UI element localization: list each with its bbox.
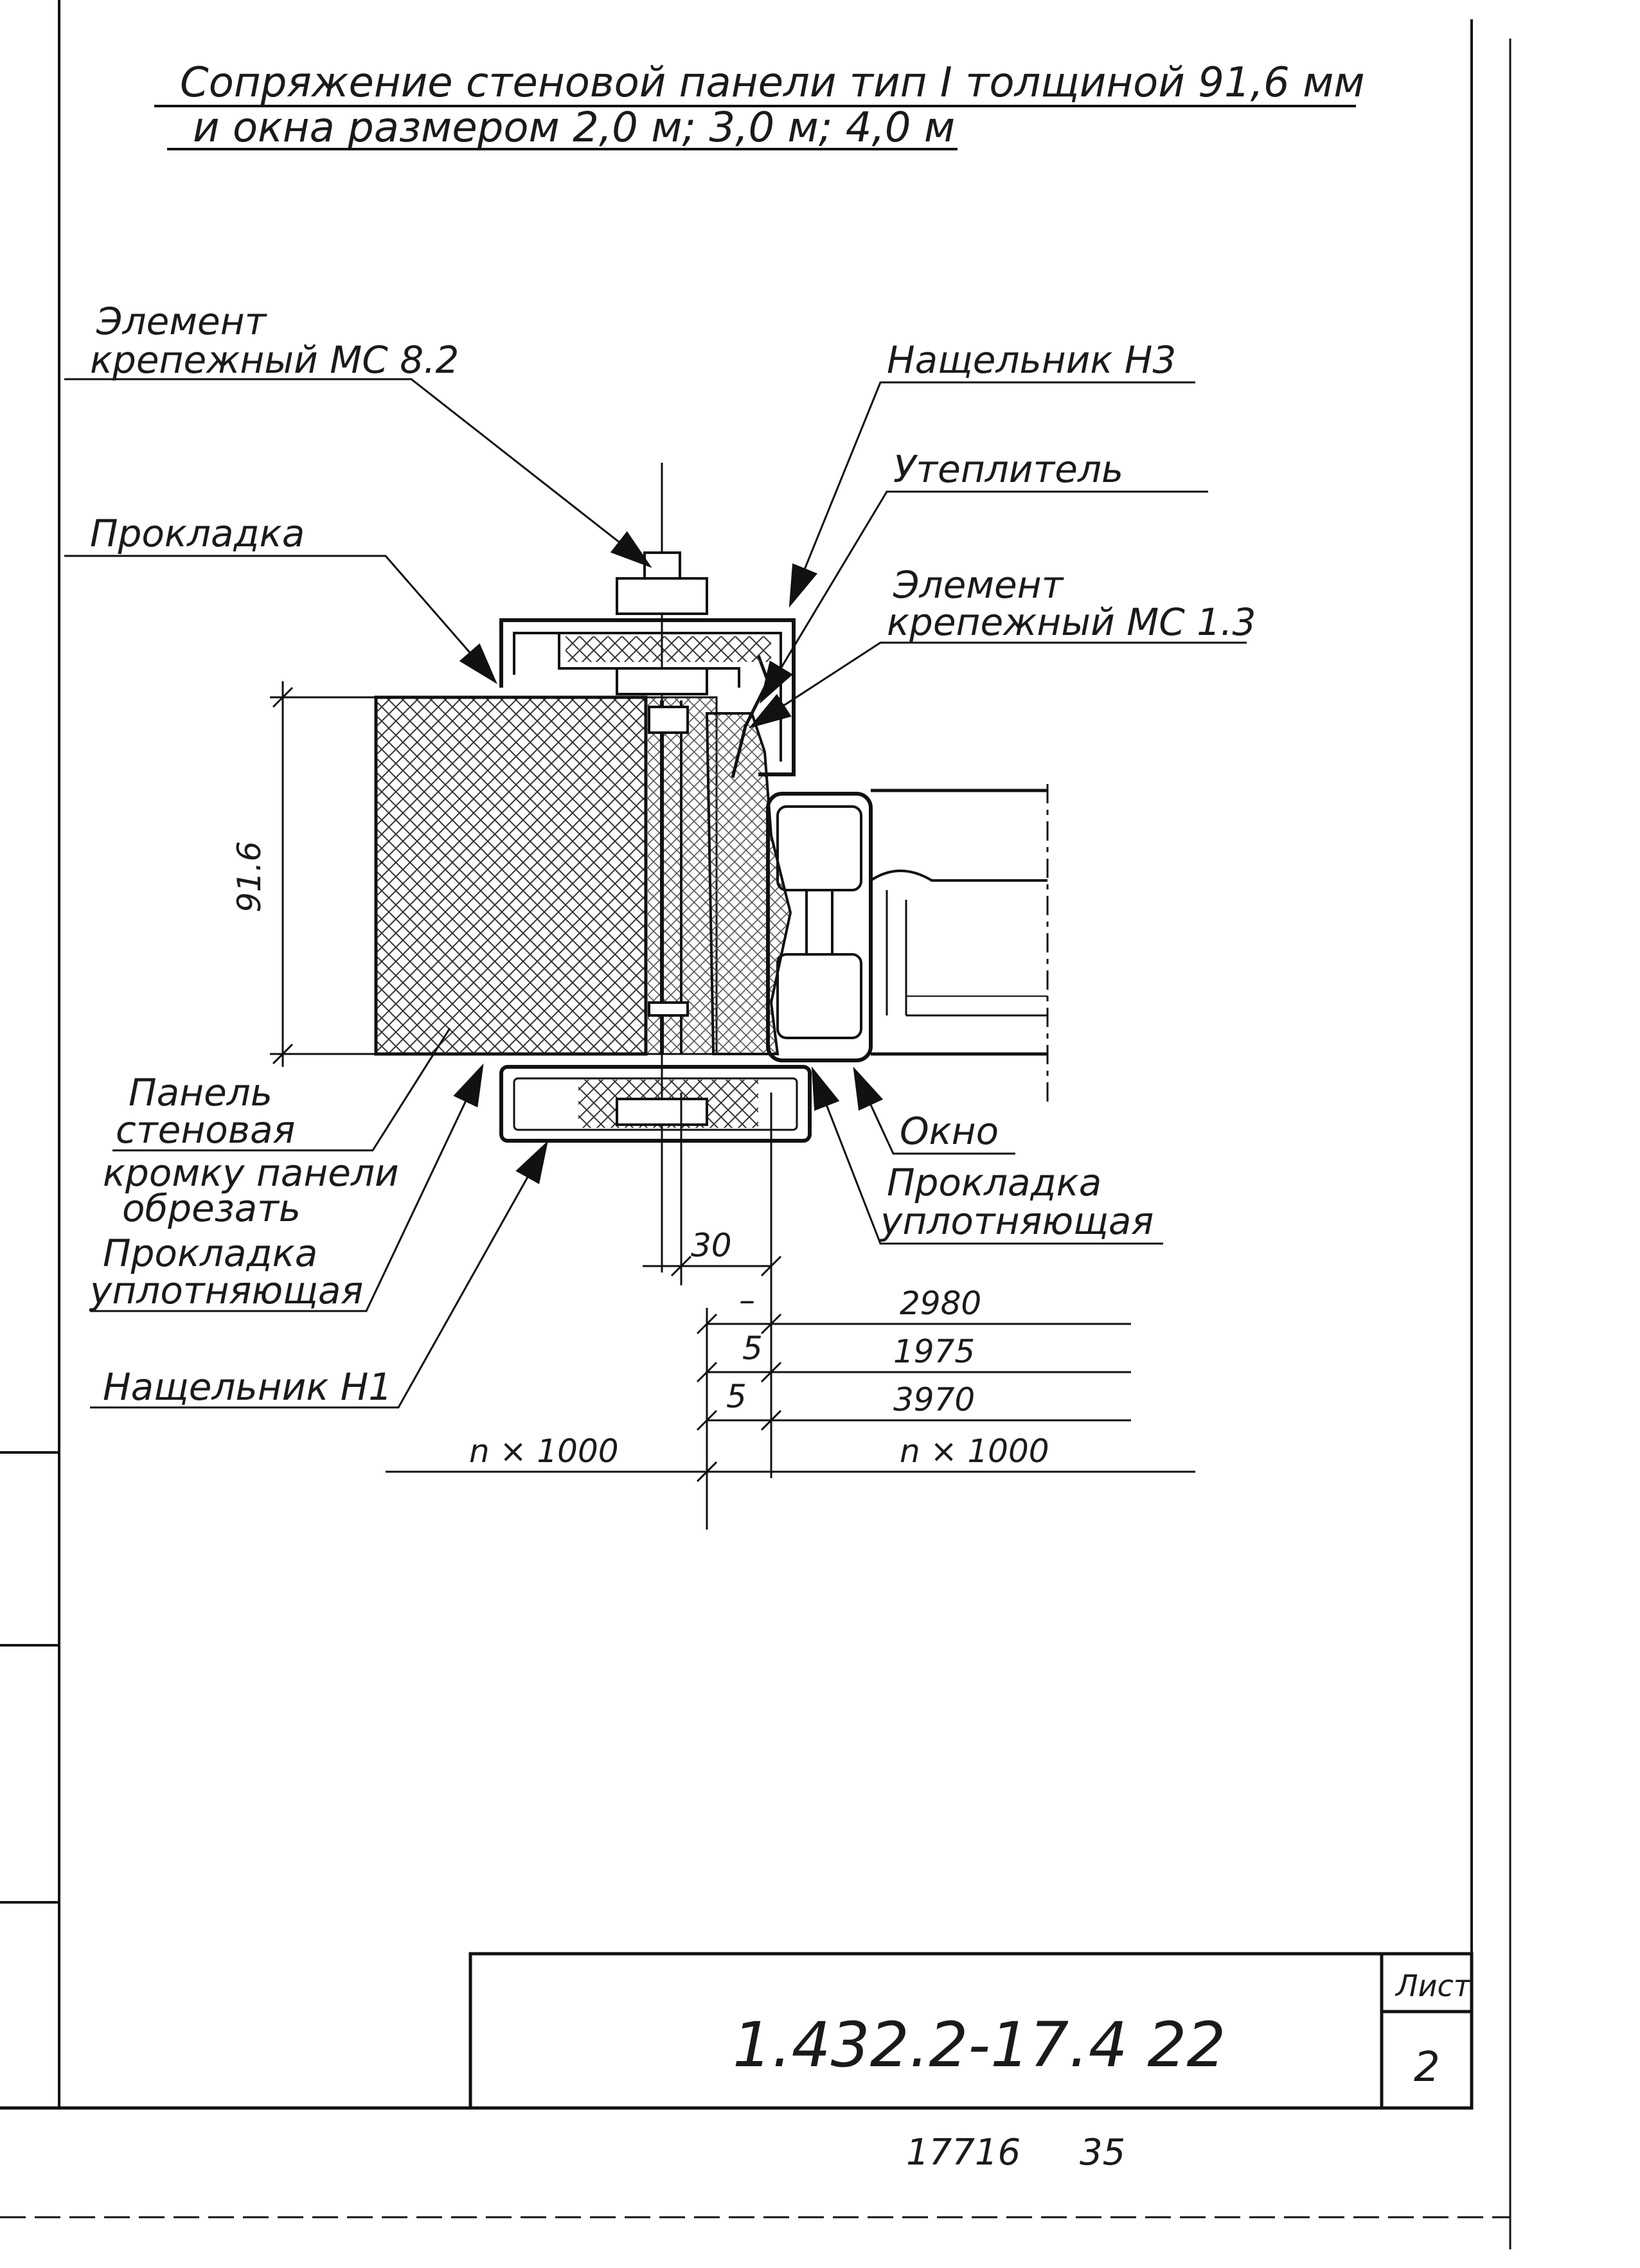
dim-2980: 2980 [900, 1285, 981, 1322]
document-code: 1.432.2-17.4 22 [733, 2009, 1226, 2081]
leader-lines [64, 378, 1247, 1409]
page-number: 35 [1080, 2132, 1125, 2174]
label-fastener-mc13-l1: Элемент [893, 563, 1065, 607]
dim-thickness [270, 681, 376, 1067]
dim-3970: 3970 [893, 1381, 975, 1418]
window-frame [766, 784, 1049, 1105]
label-panel-l2: стеновая [116, 1108, 295, 1152]
dim-chain [386, 1093, 1195, 1530]
label-insulation: Утеплитель [893, 447, 1123, 491]
label-panel-l1: Панель [129, 1071, 272, 1114]
title-stamp [468, 1952, 1474, 2110]
label-fastener-mc13-l2: крепежный МС 1.3 [887, 600, 1256, 644]
dim-five-b: 5 [726, 1378, 747, 1415]
dim-five-a: 5 [742, 1330, 763, 1367]
label-gasket: Прокладка [90, 512, 305, 555]
dim-offset-30: 30 [691, 1227, 732, 1264]
dim-n-right: n × 1000 [900, 1433, 1049, 1470]
label-seal-left-l2: уплотняющая [89, 1269, 363, 1312]
label-window: Окно [900, 1109, 999, 1153]
dim-1975: 1975 [893, 1333, 975, 1370]
sheet-label: Лист [1395, 1969, 1472, 2003]
label-cover-h3: Нащельник Н3 [887, 338, 1176, 382]
dim-n-left: n × 1000 [469, 1433, 619, 1470]
label-panel-l3: кромку панели [103, 1151, 399, 1195]
label-cover-h1: Нащельник Н1 [103, 1365, 392, 1409]
label-fastener-mc82-l1: Элемент [96, 299, 268, 343]
label-seal-left-l1: Прокладка [103, 1231, 317, 1275]
dim-dash: – [739, 1281, 755, 1319]
inventory-number: 17716 [906, 2132, 1021, 2174]
cover-h1-profile [499, 1065, 812, 1143]
wall-panel [374, 695, 718, 1056]
drawing-title-line2: и окна размером 2,0 м; 3,0 м; 4,0 м [193, 104, 955, 152]
label-fastener-mc82-l2: крепежный МС 8.2 [90, 338, 459, 382]
label-seal-right-l2: уплотняющая [879, 1199, 1154, 1243]
dim-thickness-label: 91.6 [231, 841, 268, 913]
sheet-number: 2 [1414, 2044, 1440, 2091]
bolt-mc82 [616, 463, 708, 1272]
cover-h3-fill [566, 636, 771, 662]
label-seal-right-l1: Прокладка [887, 1161, 1101, 1204]
label-panel-l4: обрезать [122, 1186, 301, 1230]
drawing-title-line1: Сопряжение стеновой панели тип I толщино… [180, 59, 1365, 107]
